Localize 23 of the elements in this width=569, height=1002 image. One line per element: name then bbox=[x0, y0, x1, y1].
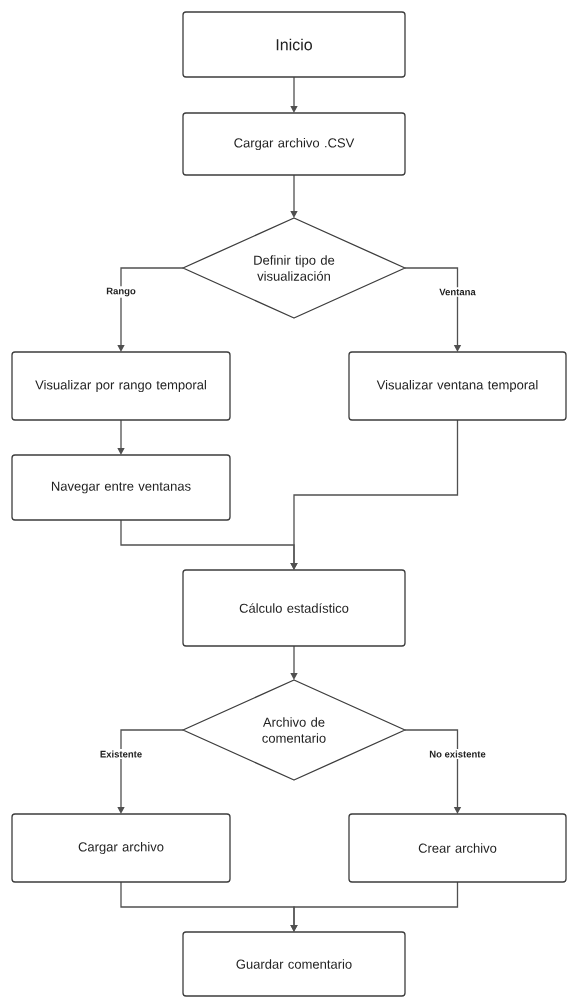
arrow bbox=[290, 76, 298, 113]
process-box: Cargar archivo .CSV bbox=[182, 112, 406, 176]
arrow bbox=[290, 645, 298, 680]
process-box: Visualizar ventana temporal bbox=[348, 351, 567, 421]
process-box: Visualizar por rango temporal bbox=[11, 351, 231, 421]
arrow bbox=[290, 419, 459, 570]
edge-label: Ventana bbox=[437, 287, 478, 297]
process-box: Guardar comentario bbox=[182, 931, 406, 997]
arrow bbox=[117, 729, 184, 814]
process-box: Crear archivo bbox=[348, 813, 567, 883]
process-box: Navegar entre ventanas bbox=[11, 454, 231, 521]
edge-label: Rango bbox=[104, 286, 138, 298]
arrow bbox=[117, 419, 125, 455]
process-box: Cargar archivo bbox=[11, 813, 231, 883]
arrow bbox=[404, 729, 462, 814]
process-box: Cálculo estadístico bbox=[182, 569, 406, 647]
arrow bbox=[404, 267, 462, 352]
edge-label: No existente bbox=[427, 749, 488, 759]
arrow bbox=[290, 174, 298, 218]
process-box: Inicio bbox=[182, 11, 406, 78]
arrow bbox=[117, 267, 184, 352]
arrow bbox=[290, 881, 459, 932]
edge-label: Existente bbox=[98, 749, 144, 759]
